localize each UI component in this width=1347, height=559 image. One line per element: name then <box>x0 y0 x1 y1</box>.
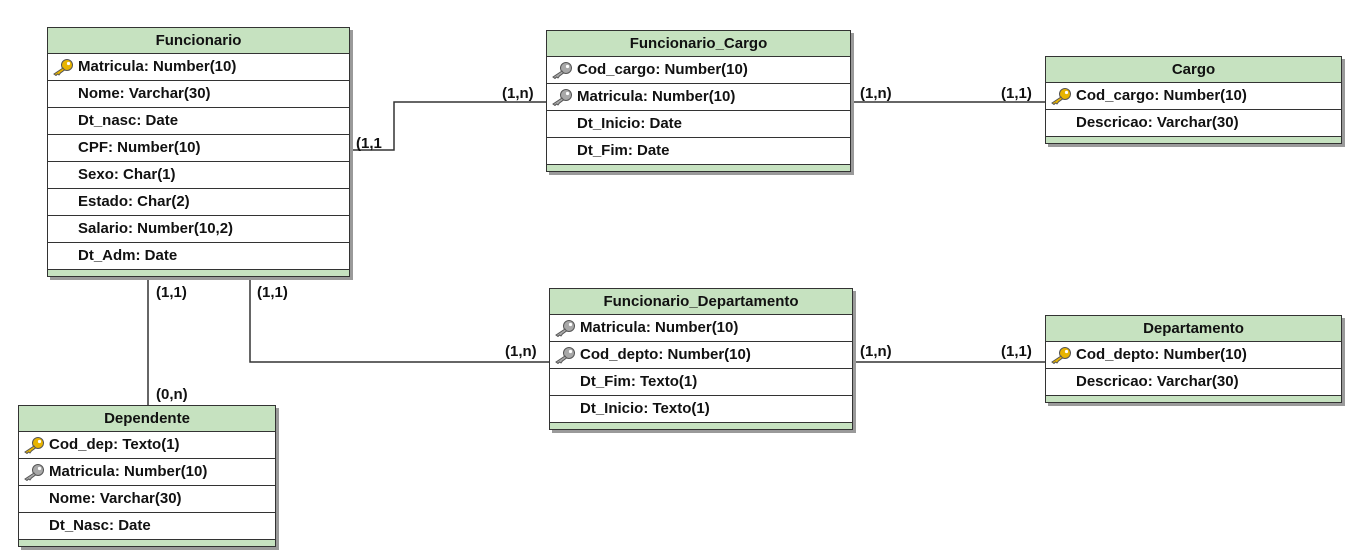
cardinality-depto-from-fd: (1,1) <box>1001 343 1032 360</box>
attribute-row[interactable]: Cod_cargo: Number(10) <box>1046 83 1341 110</box>
entity-footer <box>547 165 850 171</box>
attribute-label: Nome: Varchar(30) <box>78 85 211 102</box>
cardinality-fd-to-depto: (1,n) <box>860 343 892 360</box>
attribute-list: Cod_dep: Texto(1) Matricula: Number(10) No… <box>19 432 275 540</box>
attribute-row[interactable]: Dt_Fim: Date <box>547 138 850 165</box>
attribute-row[interactable]: Descricao: Varchar(30) <box>1046 110 1341 137</box>
entity-footer <box>550 423 852 429</box>
foreign-key-icon <box>550 88 574 107</box>
foreign-key-icon <box>553 346 577 365</box>
entity-footer <box>1046 396 1341 402</box>
cardinality-dep-from-func: (0,n) <box>156 386 188 403</box>
attribute-row[interactable]: Dt_Inicio: Texto(1) <box>550 396 852 423</box>
attribute-label: Nome: Varchar(30) <box>49 490 182 507</box>
attribute-row[interactable]: Sexo: Char(1) <box>48 162 349 189</box>
attribute-label: Cod_depto: Number(10) <box>1076 346 1247 363</box>
attribute-row[interactable]: Matricula: Number(10) <box>547 84 850 111</box>
attribute-label: Cod_cargo: Number(10) <box>1076 87 1247 104</box>
attribute-row[interactable]: CPF: Number(10) <box>48 135 349 162</box>
entity-footer <box>1046 137 1341 143</box>
entity-footer <box>48 270 349 276</box>
entity-title: Dependente <box>19 406 275 432</box>
attribute-label: Dt_Fim: Texto(1) <box>580 373 698 390</box>
attribute-label: Cod_dep: Texto(1) <box>49 436 180 453</box>
attribute-label: CPF: Number(10) <box>78 139 201 156</box>
attribute-row[interactable]: Matricula: Number(10) <box>19 459 275 486</box>
attribute-row[interactable]: Estado: Char(2) <box>48 189 349 216</box>
attribute-label: Descricao: Varchar(30) <box>1076 373 1239 390</box>
attribute-row[interactable]: Cod_cargo: Number(10) <box>547 57 850 84</box>
attribute-row[interactable]: Matricula: Number(10) <box>48 54 349 81</box>
attribute-label: Cod_cargo: Number(10) <box>577 61 748 78</box>
attribute-label: Descricao: Varchar(30) <box>1076 114 1239 131</box>
entity-funcionario-departamento[interactable]: Funcionario_Departamento Matricula: Numb… <box>549 288 853 430</box>
attribute-row[interactable]: Cod_depto: Number(10) <box>1046 342 1341 369</box>
attribute-label: Dt_Inicio: Date <box>577 115 683 132</box>
attribute-label: Matricula: Number(10) <box>577 88 736 105</box>
attribute-row[interactable]: Dt_Nasc: Date <box>19 513 275 540</box>
attribute-list: Matricula: Number(10) Nome: Varchar(30) Dt… <box>48 54 349 270</box>
attribute-label: Cod_depto: Number(10) <box>580 346 751 363</box>
attribute-row[interactable]: Dt_nasc: Date <box>48 108 349 135</box>
primary-key-icon <box>51 58 75 77</box>
cardinality-fd-from-func: (1,n) <box>505 343 537 360</box>
attribute-label: Matricula: Number(10) <box>580 319 739 336</box>
attribute-label: Estado: Char(2) <box>78 193 190 210</box>
attribute-row[interactable]: Salario: Number(10,2) <box>48 216 349 243</box>
attribute-label: Dt_Nasc: Date <box>49 517 151 534</box>
foreign-key-icon <box>553 319 577 338</box>
entity-title: Funcionario_Departamento <box>550 289 852 315</box>
attribute-row[interactable]: Nome: Varchar(30) <box>19 486 275 513</box>
attribute-list: Cod_cargo: Number(10) Matricula: Number(1… <box>547 57 850 165</box>
attribute-label: Sexo: Char(1) <box>78 166 176 183</box>
attribute-row[interactable]: Dt_Adm: Date <box>48 243 349 270</box>
attribute-row[interactable]: Cod_dep: Texto(1) <box>19 432 275 459</box>
attribute-list: Cod_cargo: Number(10) Descricao: Varchar(… <box>1046 83 1341 137</box>
cardinality-fc-to-cargo: (1,n) <box>860 85 892 102</box>
cardinality-func-to-fd: (1,1) <box>257 284 288 301</box>
primary-key-icon <box>22 436 46 455</box>
entity-title: Funcionario_Cargo <box>547 31 850 57</box>
entity-funcionario-cargo[interactable]: Funcionario_Cargo Cod_cargo: Number(10) M… <box>546 30 851 172</box>
entity-footer <box>19 540 275 546</box>
attribute-label: Dt_Adm: Date <box>78 247 178 264</box>
attribute-row[interactable]: Dt_Inicio: Date <box>547 111 850 138</box>
cardinality-func-to-fc: (1,1 <box>356 135 382 152</box>
attribute-row[interactable]: Matricula: Number(10) <box>550 315 852 342</box>
attribute-label: Dt_nasc: Date <box>78 112 179 129</box>
entity-departamento[interactable]: Departamento Cod_depto: Number(10) Descri… <box>1045 315 1342 403</box>
line-funcionario-funcionario-departamento <box>249 280 549 363</box>
attribute-label: Dt_Inicio: Texto(1) <box>580 400 710 417</box>
attribute-label: Matricula: Number(10) <box>49 463 208 480</box>
attribute-list: Matricula: Number(10) Cod_depto: Number(1… <box>550 315 852 423</box>
attribute-label: Salario: Number(10,2) <box>78 220 234 237</box>
cardinality-fc-from-func: (1,n) <box>502 85 534 102</box>
line-funcionario-funcionario-cargo <box>350 101 546 151</box>
attribute-label: Dt_Fim: Date <box>577 142 670 159</box>
attribute-row[interactable]: Cod_depto: Number(10) <box>550 342 852 369</box>
entity-title: Cargo <box>1046 57 1341 83</box>
attribute-row[interactable]: Descricao: Varchar(30) <box>1046 369 1341 396</box>
attribute-row[interactable]: Dt_Fim: Texto(1) <box>550 369 852 396</box>
entity-dependente[interactable]: Dependente Cod_dep: Texto(1) Matricula: N… <box>18 405 276 547</box>
cardinality-func-to-dep: (1,1) <box>156 284 187 301</box>
cardinality-cargo-from-fc: (1,1) <box>1001 85 1032 102</box>
entity-title: Departamento <box>1046 316 1341 342</box>
primary-key-icon <box>1049 87 1073 106</box>
entity-funcionario[interactable]: Funcionario Matricula: Number(10) Nome: V… <box>47 27 350 277</box>
attribute-label: Matricula: Number(10) <box>78 58 237 75</box>
primary-key-icon <box>1049 346 1073 365</box>
attribute-list: Cod_depto: Number(10) Descricao: Varchar(… <box>1046 342 1341 396</box>
entity-title: Funcionario <box>48 28 349 54</box>
attribute-row[interactable]: Nome: Varchar(30) <box>48 81 349 108</box>
entity-cargo[interactable]: Cargo Cod_cargo: Number(10) Descricao: Va… <box>1045 56 1342 144</box>
foreign-key-icon <box>550 61 574 80</box>
foreign-key-icon <box>22 463 46 482</box>
